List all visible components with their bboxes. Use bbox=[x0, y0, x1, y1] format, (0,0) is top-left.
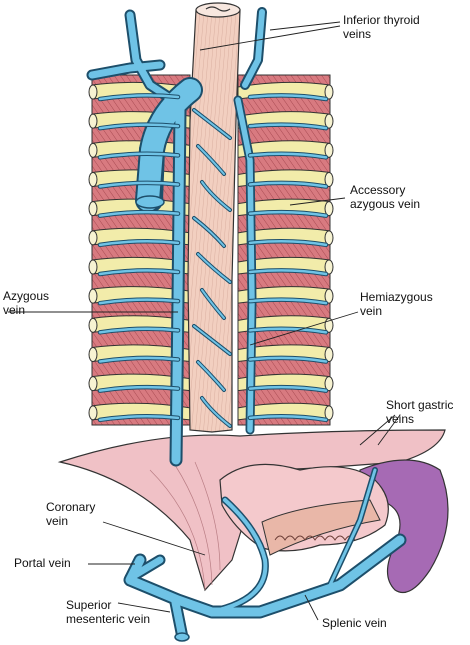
intercostal-vein bbox=[98, 210, 180, 217]
rib-end bbox=[88, 347, 98, 362]
rib-end bbox=[88, 405, 98, 421]
label-short-gastric-veins: Short gastric veins bbox=[386, 398, 454, 426]
rib-end bbox=[88, 172, 98, 187]
intercostal-vein bbox=[248, 240, 328, 247]
rib-end bbox=[324, 201, 334, 217]
intercostal-vein bbox=[98, 94, 180, 101]
label-superior-mesenteric-vein: Superior mesenteric vein bbox=[66, 598, 151, 626]
rib-end bbox=[88, 201, 98, 217]
intercostal-vein bbox=[248, 385, 328, 392]
esophageal-vein bbox=[201, 181, 231, 211]
intercostal-vein bbox=[248, 298, 328, 305]
esophageal-vein bbox=[201, 289, 225, 319]
stomach-cut bbox=[261, 499, 381, 556]
esophagus-lumen bbox=[195, 2, 241, 18]
label-coronary-vein: Coronary vein bbox=[46, 500, 96, 528]
esophageal-vein bbox=[193, 109, 231, 139]
rib-end bbox=[324, 172, 334, 187]
rib-end bbox=[88, 317, 98, 333]
intercostal-vein bbox=[248, 356, 328, 363]
intercostal-vein bbox=[98, 327, 180, 334]
label-portal-vein: Portal vein bbox=[14, 556, 71, 570]
intercostal-vein bbox=[248, 415, 328, 422]
intercostal-vein bbox=[248, 181, 328, 188]
intercostal-vein bbox=[98, 240, 180, 247]
esophageal-vein bbox=[197, 145, 225, 175]
label-azygous-vein: Azygous vein bbox=[3, 289, 50, 317]
label-accessory-azygous-vein: Accessory azygous vein bbox=[350, 183, 421, 211]
intercostal-vein bbox=[98, 269, 180, 276]
rib-end bbox=[88, 84, 98, 100]
rib-end bbox=[324, 113, 334, 129]
intercostal-vein bbox=[98, 356, 180, 363]
rib-end bbox=[88, 113, 98, 129]
intercostal-vein bbox=[98, 415, 180, 422]
rib-end bbox=[324, 230, 334, 246]
esophageal-vein bbox=[201, 397, 231, 427]
venous-system bbox=[86, 7, 407, 642]
rib-end bbox=[88, 259, 98, 275]
rib-end bbox=[324, 288, 334, 304]
rib-end bbox=[324, 405, 334, 421]
intercostal-vein bbox=[248, 327, 328, 334]
intercostal-vein bbox=[248, 210, 328, 217]
rib-end bbox=[324, 259, 334, 275]
rib-end bbox=[88, 230, 98, 246]
intercostal-vein bbox=[248, 123, 328, 130]
esophageal-vein bbox=[197, 253, 231, 283]
intercostal-vein bbox=[98, 298, 180, 305]
rib-end bbox=[88, 288, 98, 304]
diaphragm bbox=[57, 429, 446, 592]
rib-end bbox=[324, 142, 334, 158]
leader-lines bbox=[8, 21, 401, 621]
intercostal-vein bbox=[98, 152, 180, 159]
intercostal-vein bbox=[98, 123, 180, 130]
intercostal-vein bbox=[98, 385, 180, 392]
rib-end bbox=[324, 84, 334, 100]
esophageal-vein bbox=[193, 217, 225, 247]
rib-end bbox=[88, 376, 98, 392]
rib-end bbox=[88, 142, 98, 158]
intercostal-vein bbox=[248, 269, 328, 276]
rib-end bbox=[324, 347, 334, 362]
esophageal-vein bbox=[197, 361, 225, 391]
intercostal-vein bbox=[98, 181, 180, 188]
intercostal-vein bbox=[248, 94, 328, 101]
label-splenic-vein: Splenic vein bbox=[322, 616, 387, 630]
label-hemiazygous-vein: Hemiazygous vein bbox=[360, 290, 433, 318]
rib-end bbox=[324, 376, 334, 392]
esophageal-vein bbox=[193, 325, 231, 355]
intercostal-vein bbox=[248, 152, 328, 159]
label-inferior-thyroid-veins: Inferior thyroid veins bbox=[343, 13, 420, 41]
